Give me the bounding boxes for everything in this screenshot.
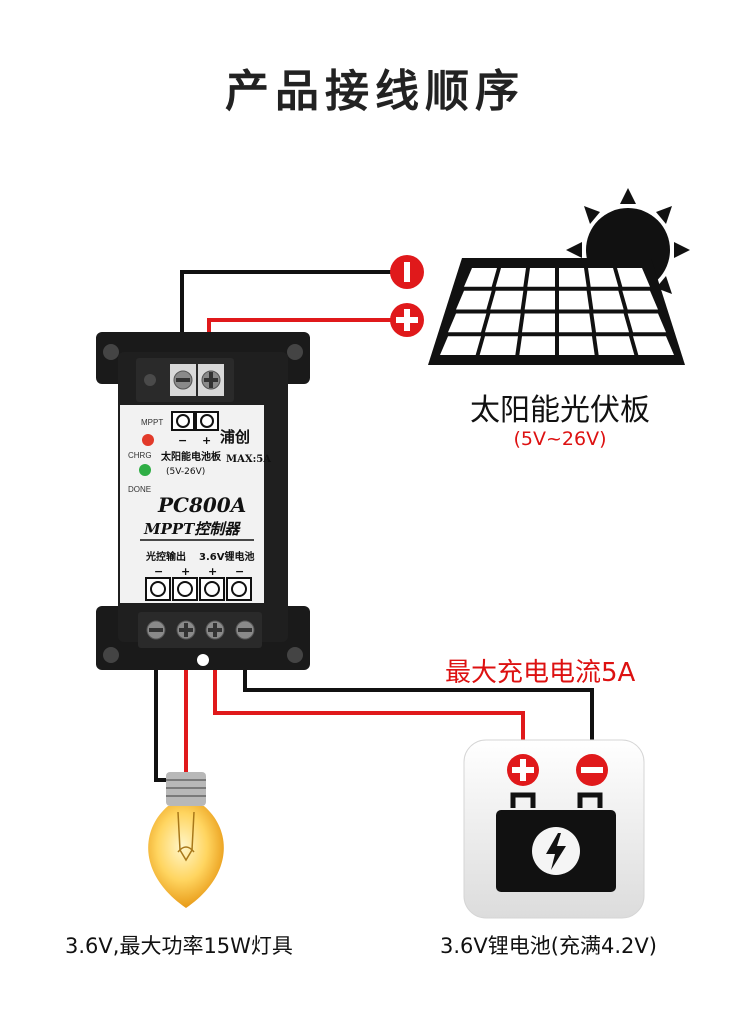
solar-cell bbox=[617, 268, 650, 287]
solar-cell bbox=[464, 268, 497, 287]
solar-negative-badge bbox=[390, 255, 424, 289]
controller-output-label: 光控输出 bbox=[145, 550, 186, 563]
output-polarity-2: + bbox=[181, 565, 190, 578]
indicator-done-label: DONE bbox=[128, 485, 151, 494]
solar-positive-badge bbox=[390, 303, 424, 337]
solar-cell bbox=[627, 313, 666, 333]
solar-cell bbox=[485, 313, 521, 333]
controller-max-rating: MAX:5A bbox=[226, 454, 271, 465]
battery-icon bbox=[463, 739, 645, 919]
solar-cell bbox=[633, 336, 674, 355]
solar-panel-name: 太阳能光伏板 bbox=[470, 393, 650, 428]
solar-cell bbox=[590, 290, 624, 310]
input-polarity-neg: − bbox=[178, 434, 187, 447]
controller-type: MPPT控制器 bbox=[143, 520, 241, 538]
output-polarity-4: − bbox=[235, 565, 244, 578]
solar-cell bbox=[522, 313, 555, 333]
solar-terminal-positive bbox=[198, 364, 224, 396]
solar-cell bbox=[440, 336, 481, 355]
solar-cell bbox=[588, 268, 619, 287]
solar-terminal-negative bbox=[170, 364, 196, 396]
controller: MPPT CHRG DONE − + 浦创 太阳能电池板 MAX:5A (5V-… bbox=[96, 332, 310, 670]
solar-cell bbox=[559, 313, 592, 333]
solar-cell bbox=[593, 313, 629, 333]
solar-cell bbox=[524, 290, 555, 310]
output-polarity-3: + bbox=[208, 565, 217, 578]
battery-label: 3.6V锂电池(充满4.2V) bbox=[440, 934, 657, 958]
indicator-chrg-label: CHRG bbox=[128, 451, 152, 460]
battery-positive-wire bbox=[213, 640, 525, 755]
solar-cells bbox=[440, 268, 674, 355]
lightbulb-icon bbox=[148, 772, 224, 908]
led-red bbox=[142, 434, 154, 446]
solar-cell bbox=[596, 336, 635, 355]
lamp-label: 3.6V,最大功率15W灯具 bbox=[65, 934, 293, 958]
led-green bbox=[139, 464, 151, 476]
solar-cell bbox=[622, 290, 658, 310]
solar-cell bbox=[448, 313, 487, 333]
output-polarity-1: − bbox=[154, 565, 163, 578]
solar-cell bbox=[527, 268, 555, 287]
controller-input-range: (5V-26V) bbox=[166, 467, 205, 477]
input-polarity-pos: + bbox=[202, 434, 211, 447]
solar-panel-voltage-range: (5V~26V) bbox=[513, 428, 607, 450]
solar-cell bbox=[559, 268, 587, 287]
max-charge-current: 最大充电电流5A bbox=[445, 658, 636, 688]
solar-cell bbox=[559, 336, 595, 355]
solar-cell bbox=[495, 268, 526, 287]
battery-negative-badge bbox=[576, 754, 608, 786]
sticker-output-terminals bbox=[145, 577, 252, 601]
solar-cell bbox=[490, 290, 524, 310]
sticker-input-terminals bbox=[171, 411, 219, 431]
solar-cell bbox=[519, 336, 555, 355]
controller-brand: 浦创 bbox=[220, 428, 250, 446]
controller-model: PC800A bbox=[157, 493, 246, 517]
indicator-mppt-label: MPPT bbox=[141, 418, 163, 427]
solar-panel bbox=[428, 258, 685, 365]
page-title: 产品接线顺序 bbox=[225, 66, 525, 117]
output-terminals bbox=[146, 620, 255, 640]
controller-input-label: 太阳能电池板 bbox=[160, 450, 222, 463]
solar-cell bbox=[456, 290, 492, 310]
solar-cell bbox=[479, 336, 518, 355]
battery-positive-badge bbox=[507, 754, 539, 786]
controller-battery-label: 3.6V锂电池 bbox=[199, 550, 254, 563]
solar-cell bbox=[559, 290, 590, 310]
